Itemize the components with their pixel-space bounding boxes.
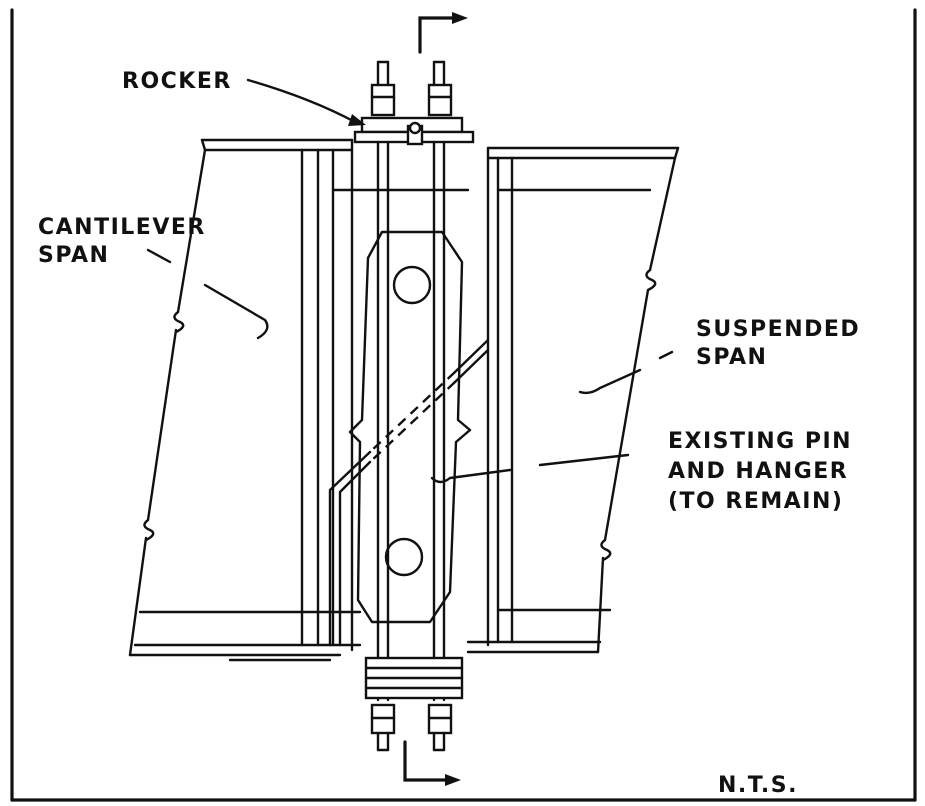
leader-lines [146,78,674,484]
cantilever-span-label-line1: CANTILEVER [38,215,206,240]
section-cut-arrow-top [418,12,468,54]
section-cut-arrow-bottom [403,740,461,786]
rocker-assembly [353,60,475,146]
existing-hanger-plate [348,230,472,624]
existing-pin-hanger-label-line2: AND HANGER [668,459,848,484]
suspended-span-label-line1: SUSPENDED [696,317,860,342]
lower-pin [384,537,424,577]
suspended-span-girder [466,146,680,654]
diagonal-joint [328,338,490,647]
retrofit-rods [376,118,446,702]
upper-pin [392,265,432,305]
rocker-label: ROCKER [122,69,232,94]
existing-pin-hanger-label-line1: EXISTING PIN [668,429,852,454]
suspended-span-label-line2: SPAN [696,345,767,370]
scale-note: N.T.S. [718,773,798,798]
cantilever-span-girder [128,138,470,662]
drawing-border [10,8,917,802]
existing-pin-hanger-label-line3: (TO REMAIN) [668,489,843,514]
bottom-bearing-assembly [364,656,464,752]
cantilever-span-label-line2: SPAN [38,243,109,268]
